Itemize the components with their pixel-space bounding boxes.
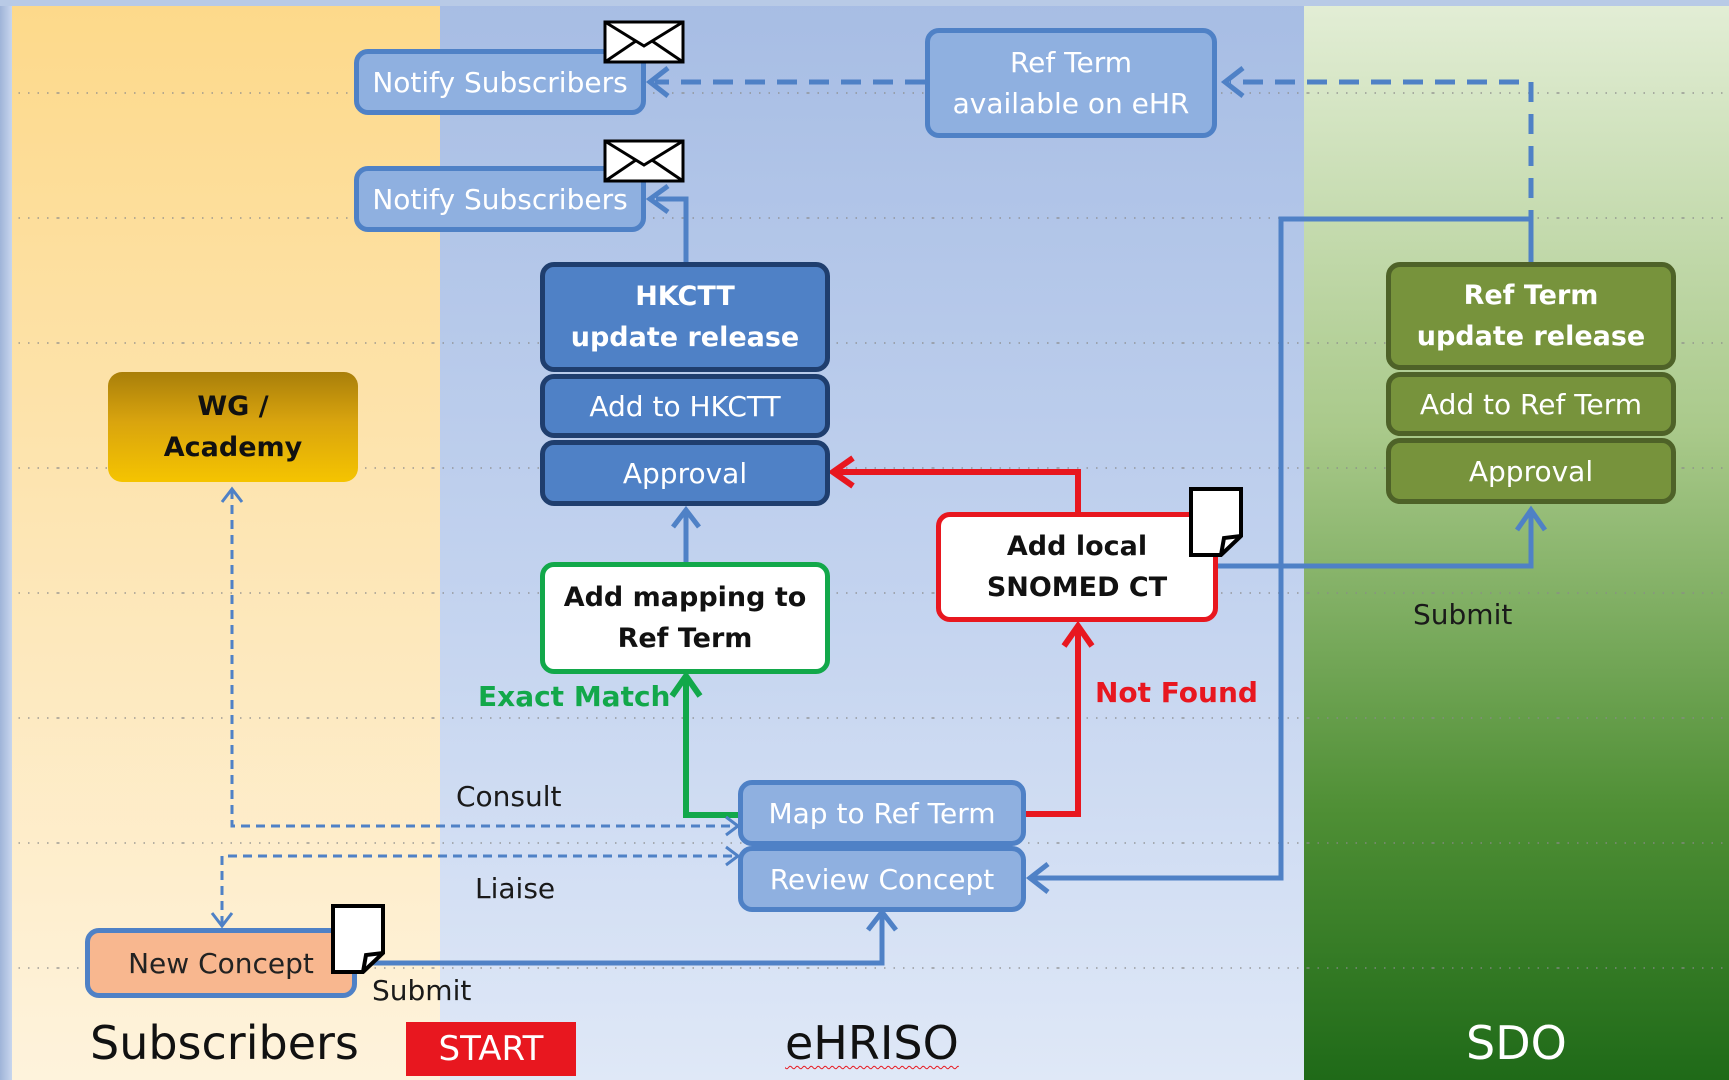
- lane-title-ehriso: eHRISO: [785, 1016, 959, 1070]
- lane-sdo: [1304, 0, 1729, 1080]
- notify-subscribers-mid-box: Notify Subscribers: [354, 166, 646, 232]
- add-local-snomed-box: Add local SNOMED CT: [936, 512, 1218, 622]
- left-frame: [0, 0, 12, 1080]
- map-to-ref-term-label: Map to Ref Term: [768, 796, 996, 830]
- add-mapping-box: Add mapping to Ref Term: [540, 562, 830, 674]
- ref-term-release-line1: Ref Term: [1463, 280, 1599, 311]
- approval-sdo-label: Approval: [1468, 454, 1594, 488]
- not-found-label: Not Found: [1095, 676, 1258, 709]
- add-mapping-line2: Ref Term: [617, 623, 753, 654]
- approval-hkctt-box: Approval: [540, 440, 830, 506]
- add-to-hkctt-label: Add to HKCTT: [589, 389, 781, 423]
- review-concept-box: Review Concept: [738, 846, 1026, 912]
- submit-subscriber-label: Submit: [372, 974, 472, 1007]
- approval-sdo-box: Approval: [1386, 438, 1676, 504]
- notify-subscribers-mid-label: Notify Subscribers: [372, 182, 628, 216]
- review-concept-label: Review Concept: [769, 862, 995, 896]
- hkctt-release-line2: update release: [570, 322, 800, 353]
- add-local-line2: SNOMED CT: [986, 572, 1168, 603]
- add-local-line1: Add local: [1006, 531, 1148, 562]
- add-to-ref-term-box: Add to Ref Term: [1386, 372, 1676, 436]
- map-to-ref-term-box: Map to Ref Term: [738, 780, 1026, 846]
- consult-label: Consult: [456, 780, 562, 813]
- approval-hkctt-label: Approval: [622, 456, 748, 490]
- ref-term-available-line1: Ref Term: [1009, 46, 1133, 79]
- liaise-label: Liaise: [475, 872, 556, 905]
- lane-title-subscribers: Subscribers: [90, 1016, 359, 1070]
- start-badge: START: [406, 1022, 576, 1076]
- envelope-icon: [603, 20, 685, 64]
- ref-term-available-line2: available on eHR: [952, 87, 1190, 120]
- document-icon: [1189, 487, 1243, 557]
- new-concept-label: New Concept: [128, 946, 314, 980]
- wg-academy-box: WG / Academy: [108, 372, 358, 482]
- submit-sdo-label: Submit: [1413, 598, 1513, 631]
- hkctt-update-release-box: HKCTT update release: [540, 262, 830, 372]
- lane-title-sdo: SDO: [1466, 1016, 1567, 1070]
- new-concept-box: New Concept: [85, 928, 357, 998]
- ref-term-available-box: Ref Term available on eHR: [925, 28, 1217, 138]
- ref-term-update-release-box: Ref Term update release: [1386, 262, 1676, 370]
- wg-academy-line2: Academy: [163, 432, 303, 463]
- notify-subscribers-top-label: Notify Subscribers: [372, 65, 628, 99]
- exact-match-label: Exact Match: [478, 680, 671, 713]
- top-frame: [0, 0, 1729, 6]
- start-label: START: [438, 1029, 544, 1069]
- ref-term-release-line2: update release: [1416, 321, 1646, 352]
- envelope-icon: [603, 139, 685, 183]
- hkctt-release-line1: HKCTT: [635, 281, 735, 312]
- add-to-hkctt-box: Add to HKCTT: [540, 374, 830, 438]
- add-to-ref-term-label: Add to Ref Term: [1419, 387, 1643, 421]
- document-icon: [331, 904, 385, 974]
- notify-subscribers-top-box: Notify Subscribers: [354, 49, 646, 115]
- wg-academy-line1: WG /: [197, 391, 269, 422]
- add-mapping-line1: Add mapping to: [563, 582, 807, 613]
